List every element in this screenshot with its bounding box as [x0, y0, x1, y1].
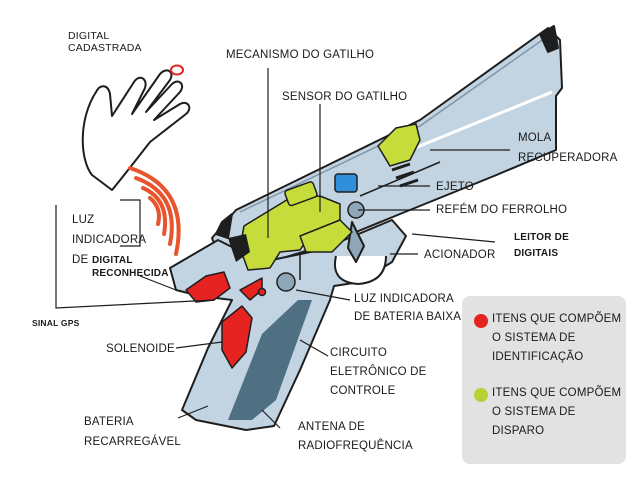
registered-fingerprint-marker — [170, 64, 184, 76]
legend-firing-label: ITENS QUE COMPÕEM O SISTEMA DE DISPARO — [492, 387, 622, 437]
label-low-battery-light: LUZ INDICADORA DE BATERIA BAIXA — [354, 293, 462, 323]
legend-box: ITENS QUE COMPÕEM O SISTEMA DE IDENTIFIC… — [462, 296, 626, 464]
legend-firing-swatch — [474, 388, 488, 402]
signal-waves-icon — [128, 166, 181, 256]
legend-identification-label: ITENS QUE COMPÕEM O SISTEMA DE IDENTIFIC… — [492, 313, 622, 363]
fingerprint-reader-pad — [228, 234, 250, 262]
label-fingerprint-reader: LEITOR DE DIGITAIS — [514, 232, 569, 259]
internal-structure — [276, 161, 441, 292]
trigger-sensor — [334, 173, 358, 193]
identification-parts — [185, 271, 267, 369]
label-ejector: EJETO — [436, 181, 474, 193]
label-fingerprint-recognized: DIGITAL RECONHECIDA — [92, 255, 169, 279]
recoil-spring — [377, 123, 421, 188]
label-control-circuit: CIRCUITO ELETRÔNICO DE CONTROLE — [330, 347, 427, 397]
hand-icon — [81, 69, 191, 191]
legend-identification-swatch — [474, 314, 488, 328]
label-rechargeable-battery: BATERIA RECARREGÁVEL — [84, 416, 181, 448]
label-trigger-sensor: SENSOR DO GATILHO — [282, 91, 408, 103]
leader-lines — [55, 68, 510, 429]
label-recoil-spring: MOLA RECUPERADORA — [518, 132, 618, 164]
firing-mechanism — [239, 181, 353, 271]
label-actuator: ACIONADOR — [424, 249, 496, 261]
label-trigger-mechanism: MECANISMO DO GATILHO — [226, 49, 375, 61]
label-registered-fingerprint: DIGITAL CADASTRADA — [68, 30, 142, 54]
label-rf-antenna: ANTENA DE RADIOFREQUÊNCIA — [298, 421, 413, 452]
label-gps-signal: SINAL GPS — [32, 318, 80, 328]
label-solenoid: SOLENOIDE — [106, 343, 175, 355]
label-slide-catch: REFÉM DO FERROLHO — [436, 204, 568, 216]
label-indicator-light: LUZ INDICADORA DE — [72, 214, 147, 266]
